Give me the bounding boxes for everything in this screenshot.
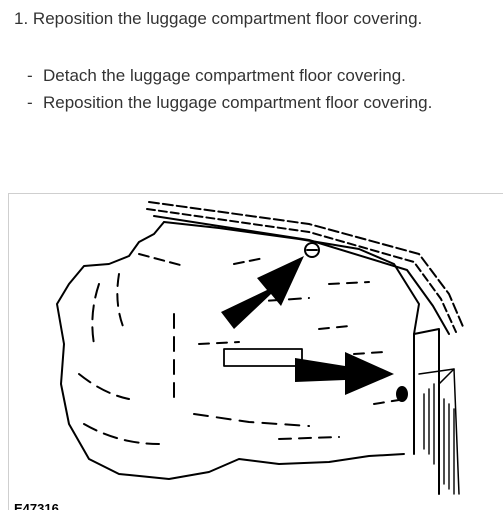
substep-item: -Detach the luggage compartment floor co… [27,62,432,89]
dash-bullet: - [27,93,33,112]
luggage-compartment-drawing [56,201,465,495]
pointer-arrows [221,256,394,395]
step-title-text: Reposition the luggage compartment floor… [32,9,423,28]
substep-text: Reposition the luggage compartment floor… [43,93,433,112]
substep-text: Detach the luggage compartment floor cov… [43,66,406,85]
figure-code: E47316 [14,501,59,510]
substep-list: -Detach the luggage compartment floor co… [27,62,432,116]
illustration-figure: E47316 [8,193,503,510]
substep-item: -Reposition the luggage compartment floo… [27,89,432,116]
step-title: 1. Reposition the luggage compartment fl… [14,8,422,30]
dash-bullet: - [27,66,33,85]
step-number: 1. [14,9,29,28]
